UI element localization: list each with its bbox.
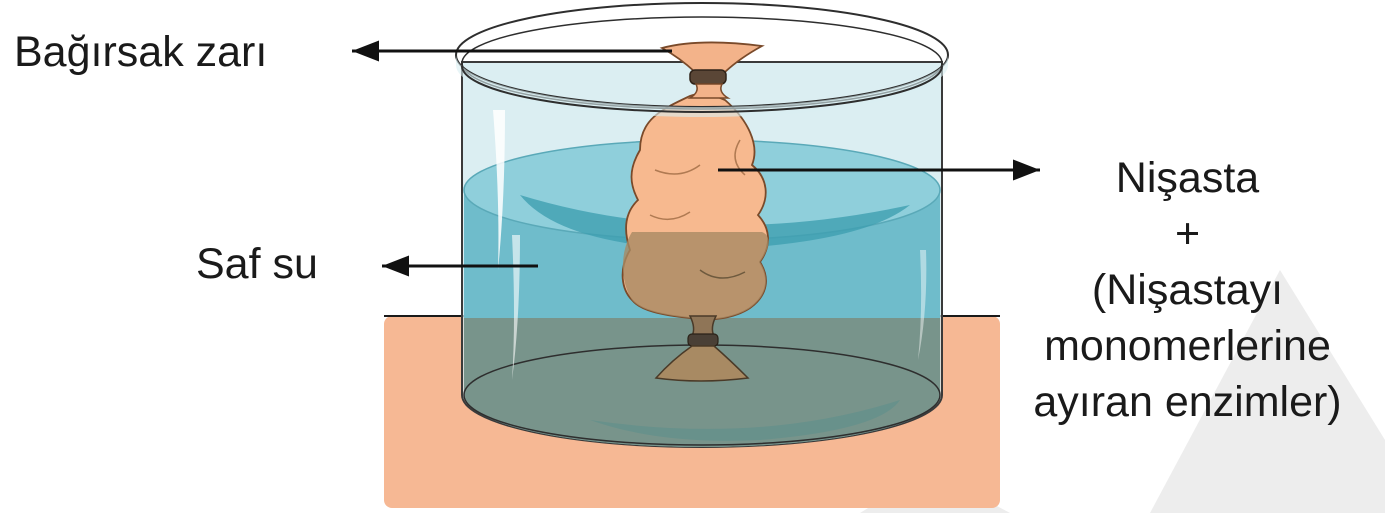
- bag-bottom-neck: [690, 316, 716, 336]
- label-enzymes-line3: ayıran enzimler): [995, 374, 1380, 430]
- label-enzymes-line2: monomerlerine: [995, 318, 1380, 374]
- label-plus: +: [995, 206, 1380, 262]
- label-intestinal-membrane: Bağırsak zarı: [14, 31, 267, 74]
- label-starch: Nişasta: [995, 150, 1380, 206]
- label-pure-water: Saf su: [196, 243, 318, 286]
- label-bag-contents: Nişasta + (Nişastayı monomerlerine ayıra…: [995, 150, 1380, 430]
- membrane-bag-submerged: [623, 232, 769, 320]
- bag-bottom-tie: [688, 334, 718, 346]
- label-enzymes-line1: (Nişastayı: [995, 262, 1380, 318]
- bag-top-tie: [690, 70, 726, 84]
